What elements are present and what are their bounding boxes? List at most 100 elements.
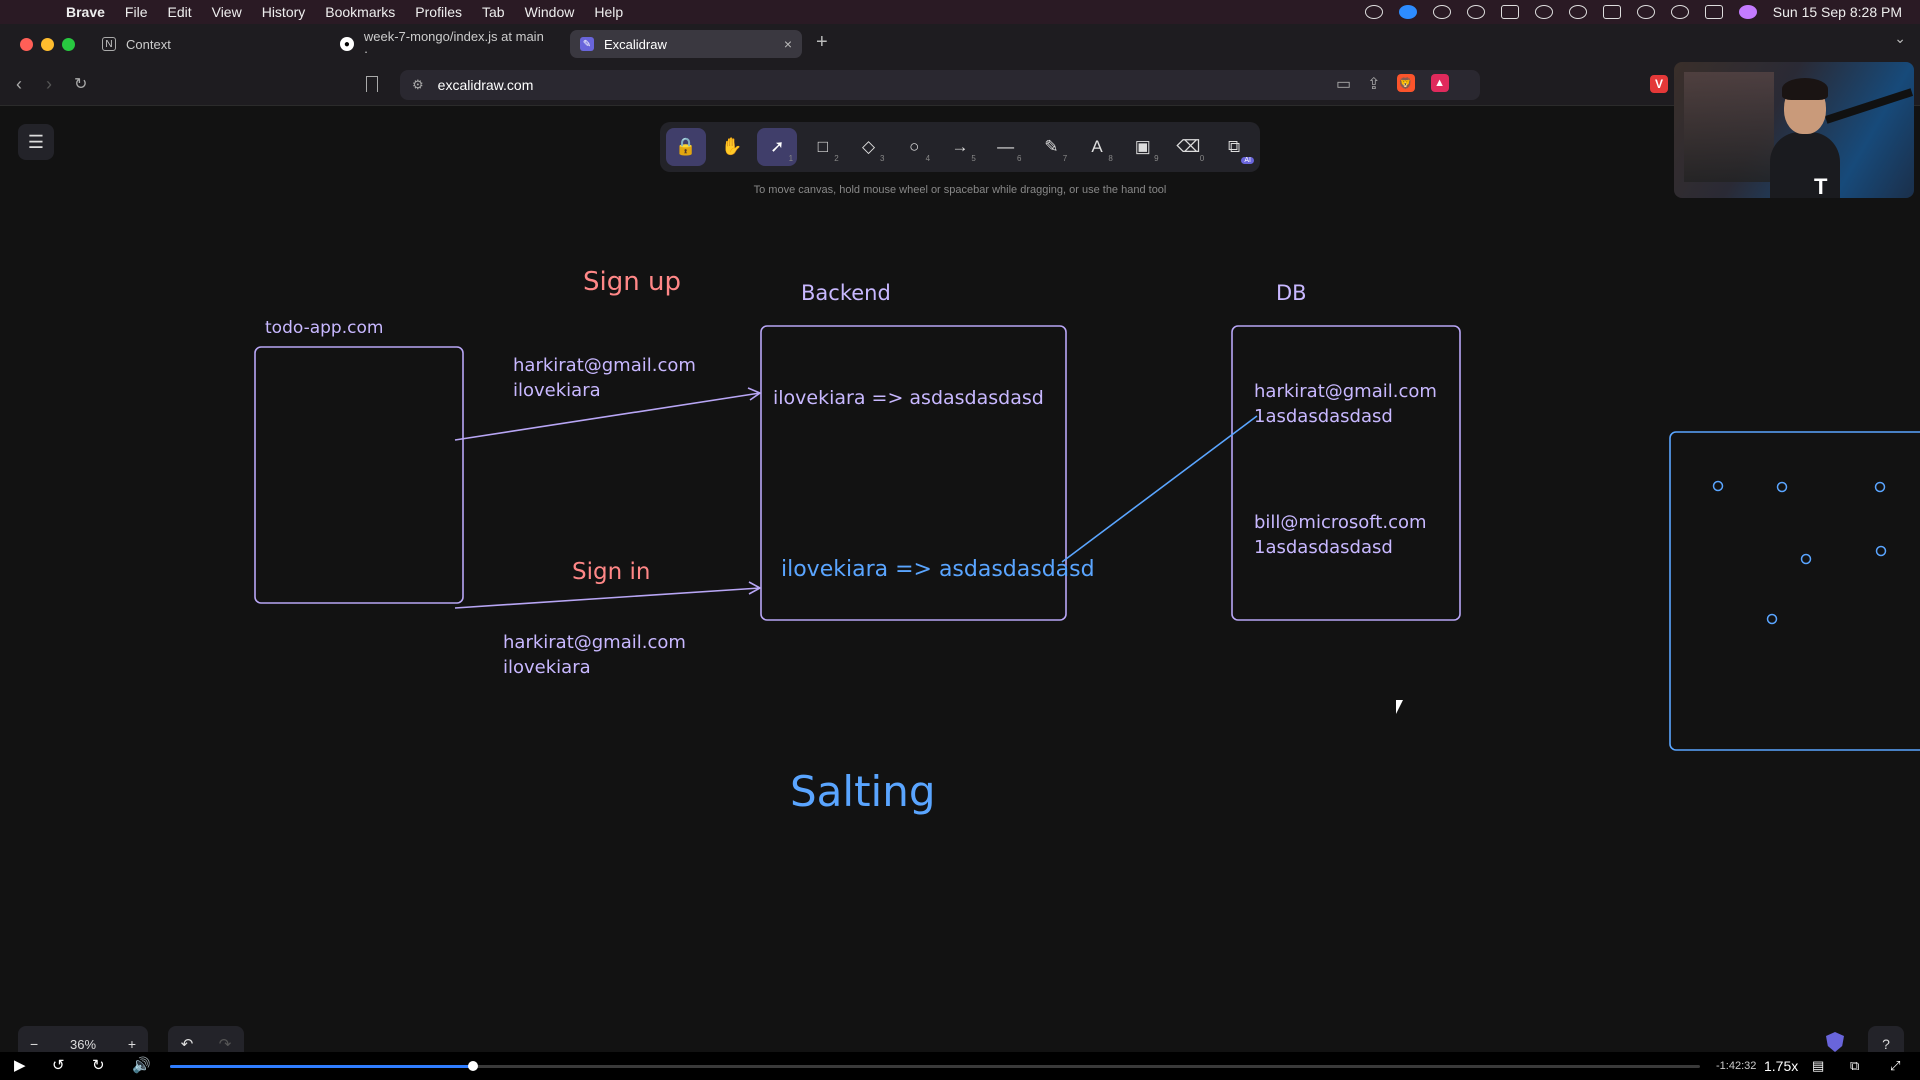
siri-icon[interactable] bbox=[1738, 5, 1757, 19]
db-row2-email[interactable]: bill@microsoft.com bbox=[1254, 512, 1427, 533]
dot-shape[interactable] bbox=[1800, 553, 1812, 565]
dot-shape[interactable] bbox=[1712, 480, 1724, 492]
rectangle-tool[interactable]: □2 bbox=[803, 128, 843, 166]
extension-icon[interactable]: V bbox=[1650, 75, 1668, 93]
more-tools[interactable]: ⧉AI bbox=[1214, 128, 1254, 166]
video-progress-track[interactable] bbox=[170, 1061, 1700, 1071]
dot-shape[interactable] bbox=[1875, 545, 1887, 557]
ellipse-tool[interactable]: ○4 bbox=[894, 128, 934, 166]
dot-shape[interactable] bbox=[1776, 481, 1788, 493]
client-box[interactable] bbox=[254, 346, 464, 604]
backend-label[interactable]: Backend bbox=[801, 281, 891, 305]
spotlight-search-icon[interactable] bbox=[1670, 5, 1689, 19]
close-window-button[interactable] bbox=[20, 38, 33, 51]
battery-icon[interactable] bbox=[1602, 5, 1621, 19]
playback-speed[interactable]: 1.75x bbox=[1764, 1058, 1799, 1074]
hash-connector-line[interactable] bbox=[1061, 415, 1258, 563]
moon-icon[interactable] bbox=[1568, 5, 1587, 19]
url-text[interactable]: excalidraw.com bbox=[437, 77, 534, 93]
zoom-icon[interactable] bbox=[1398, 5, 1417, 19]
menu-help[interactable]: Help bbox=[594, 4, 624, 20]
volume-icon[interactable]: 🔊 bbox=[132, 1057, 151, 1074]
signin-password[interactable]: ilovekiara bbox=[503, 657, 591, 678]
library-shield-icon[interactable] bbox=[1826, 1032, 1844, 1052]
salting-heading[interactable]: Salting bbox=[790, 767, 935, 816]
main-menu-button[interactable]: ☰ bbox=[18, 124, 54, 160]
pip-icon[interactable]: ⧉ bbox=[1850, 1058, 1860, 1073]
image-tool[interactable]: ▣9 bbox=[1123, 128, 1163, 166]
creative-cloud-icon[interactable] bbox=[1364, 5, 1383, 19]
backend-hash-line-2[interactable]: ilovekiara => asdasdasdasd bbox=[781, 557, 1095, 582]
db-row2-hash[interactable]: 1asdasdasdasd bbox=[1254, 537, 1393, 558]
maximize-window-button[interactable] bbox=[62, 38, 75, 51]
draw-tool[interactable]: ✎7 bbox=[1032, 128, 1072, 166]
back-button[interactable]: ‹ bbox=[16, 74, 22, 94]
captions-icon[interactable]: ▤ bbox=[1812, 1058, 1825, 1073]
db-row1-email[interactable]: harkirat@gmail.com bbox=[1254, 381, 1437, 402]
forward-icon[interactable]: ↻ bbox=[92, 1057, 105, 1074]
control-center-icon[interactable] bbox=[1704, 5, 1723, 19]
keyboard-icon[interactable] bbox=[1500, 5, 1519, 19]
vpn-icon[interactable] bbox=[1466, 5, 1485, 19]
menubar-clock[interactable]: Sun 15 Sep 8:28 PM bbox=[1772, 4, 1902, 20]
hand-tool[interactable]: ✋ bbox=[712, 128, 752, 166]
signup-label[interactable]: Sign up bbox=[583, 267, 681, 297]
reload-button[interactable]: ↻ bbox=[74, 76, 88, 93]
undo-button[interactable]: ↶ bbox=[180, 1036, 194, 1053]
signin-label[interactable]: Sign in bbox=[572, 559, 650, 585]
whiteboard-drawing[interactable]: Sign up Backend DB todo-app.com harkirat… bbox=[0, 106, 1920, 1052]
diamond-tool[interactable]: ◇3 bbox=[849, 128, 889, 166]
menu-window[interactable]: Window bbox=[524, 4, 575, 20]
dot-shape[interactable] bbox=[1874, 481, 1886, 493]
signin-arrow[interactable] bbox=[454, 587, 761, 609]
signup-arrow[interactable] bbox=[454, 392, 761, 441]
new-tab-button[interactable]: + bbox=[816, 31, 828, 53]
db-row1-hash[interactable]: 1asdasdasdasd bbox=[1254, 406, 1393, 427]
db-box[interactable] bbox=[1231, 325, 1461, 621]
menu-history[interactable]: History bbox=[261, 4, 306, 20]
menu-file[interactable]: File bbox=[124, 4, 148, 20]
zoom-level[interactable]: 36% bbox=[69, 1036, 97, 1052]
address-bar[interactable]: ⚙ excalidraw.com bbox=[400, 70, 1480, 100]
menu-app-name[interactable]: Brave bbox=[66, 4, 105, 20]
minimize-window-button[interactable] bbox=[41, 38, 54, 51]
zoom-in-button[interactable]: + bbox=[127, 1036, 136, 1052]
bluetooth-icon[interactable] bbox=[1534, 5, 1553, 19]
tab-github[interactable]: ● week-7-mongo/index.js at main · bbox=[330, 29, 560, 59]
forward-button[interactable]: › bbox=[46, 74, 52, 94]
close-tab-icon[interactable]: × bbox=[783, 36, 792, 52]
dot-shape[interactable] bbox=[1766, 613, 1778, 625]
offscreen-box[interactable] bbox=[1669, 431, 1920, 751]
arrow-tool[interactable]: →5 bbox=[940, 128, 980, 166]
line-tool[interactable]: —6 bbox=[986, 128, 1026, 166]
tab-excalidraw[interactable]: ✎ Excalidraw × bbox=[570, 30, 802, 58]
brave-shields-icon[interactable]: 🦁 bbox=[1396, 74, 1415, 92]
tab-context[interactable]: N Context bbox=[92, 30, 322, 58]
wifi-icon[interactable] bbox=[1636, 5, 1655, 19]
cast-icon[interactable]: ▭ bbox=[1336, 76, 1352, 93]
share-icon[interactable]: ⇪ bbox=[1367, 76, 1381, 93]
redo-button[interactable]: ↷ bbox=[218, 1036, 232, 1053]
signup-password[interactable]: ilovekiara bbox=[513, 380, 601, 401]
menu-profiles[interactable]: Profiles bbox=[415, 4, 462, 20]
play-icon[interactable]: ▶ bbox=[14, 1057, 26, 1074]
video-progress-knob[interactable] bbox=[467, 1061, 478, 1071]
menu-edit[interactable]: Edit bbox=[167, 4, 192, 20]
lock-tool[interactable]: 🔒 bbox=[666, 128, 706, 166]
eraser-tool[interactable]: ⌫0 bbox=[1169, 128, 1209, 166]
signup-email[interactable]: harkirat@gmail.com bbox=[513, 355, 696, 376]
bookmark-icon[interactable] bbox=[366, 76, 378, 92]
zoom-out-button[interactable]: − bbox=[30, 1036, 39, 1052]
backend-box[interactable] bbox=[760, 325, 1067, 621]
selection-tool[interactable]: ➚1 bbox=[757, 128, 798, 166]
menu-bookmarks[interactable]: Bookmarks bbox=[325, 4, 396, 20]
tab-list-chevron-icon[interactable]: ⌄ bbox=[1894, 30, 1906, 46]
client-label[interactable]: todo-app.com bbox=[265, 318, 383, 338]
screen-record-icon[interactable] bbox=[1432, 5, 1451, 19]
backend-hash-line-1[interactable]: ilovekiara => asdasdasdasd bbox=[773, 387, 1044, 409]
signin-email[interactable]: harkirat@gmail.com bbox=[503, 632, 686, 653]
db-label[interactable]: DB bbox=[1276, 281, 1307, 305]
menu-tab[interactable]: Tab bbox=[481, 4, 505, 20]
